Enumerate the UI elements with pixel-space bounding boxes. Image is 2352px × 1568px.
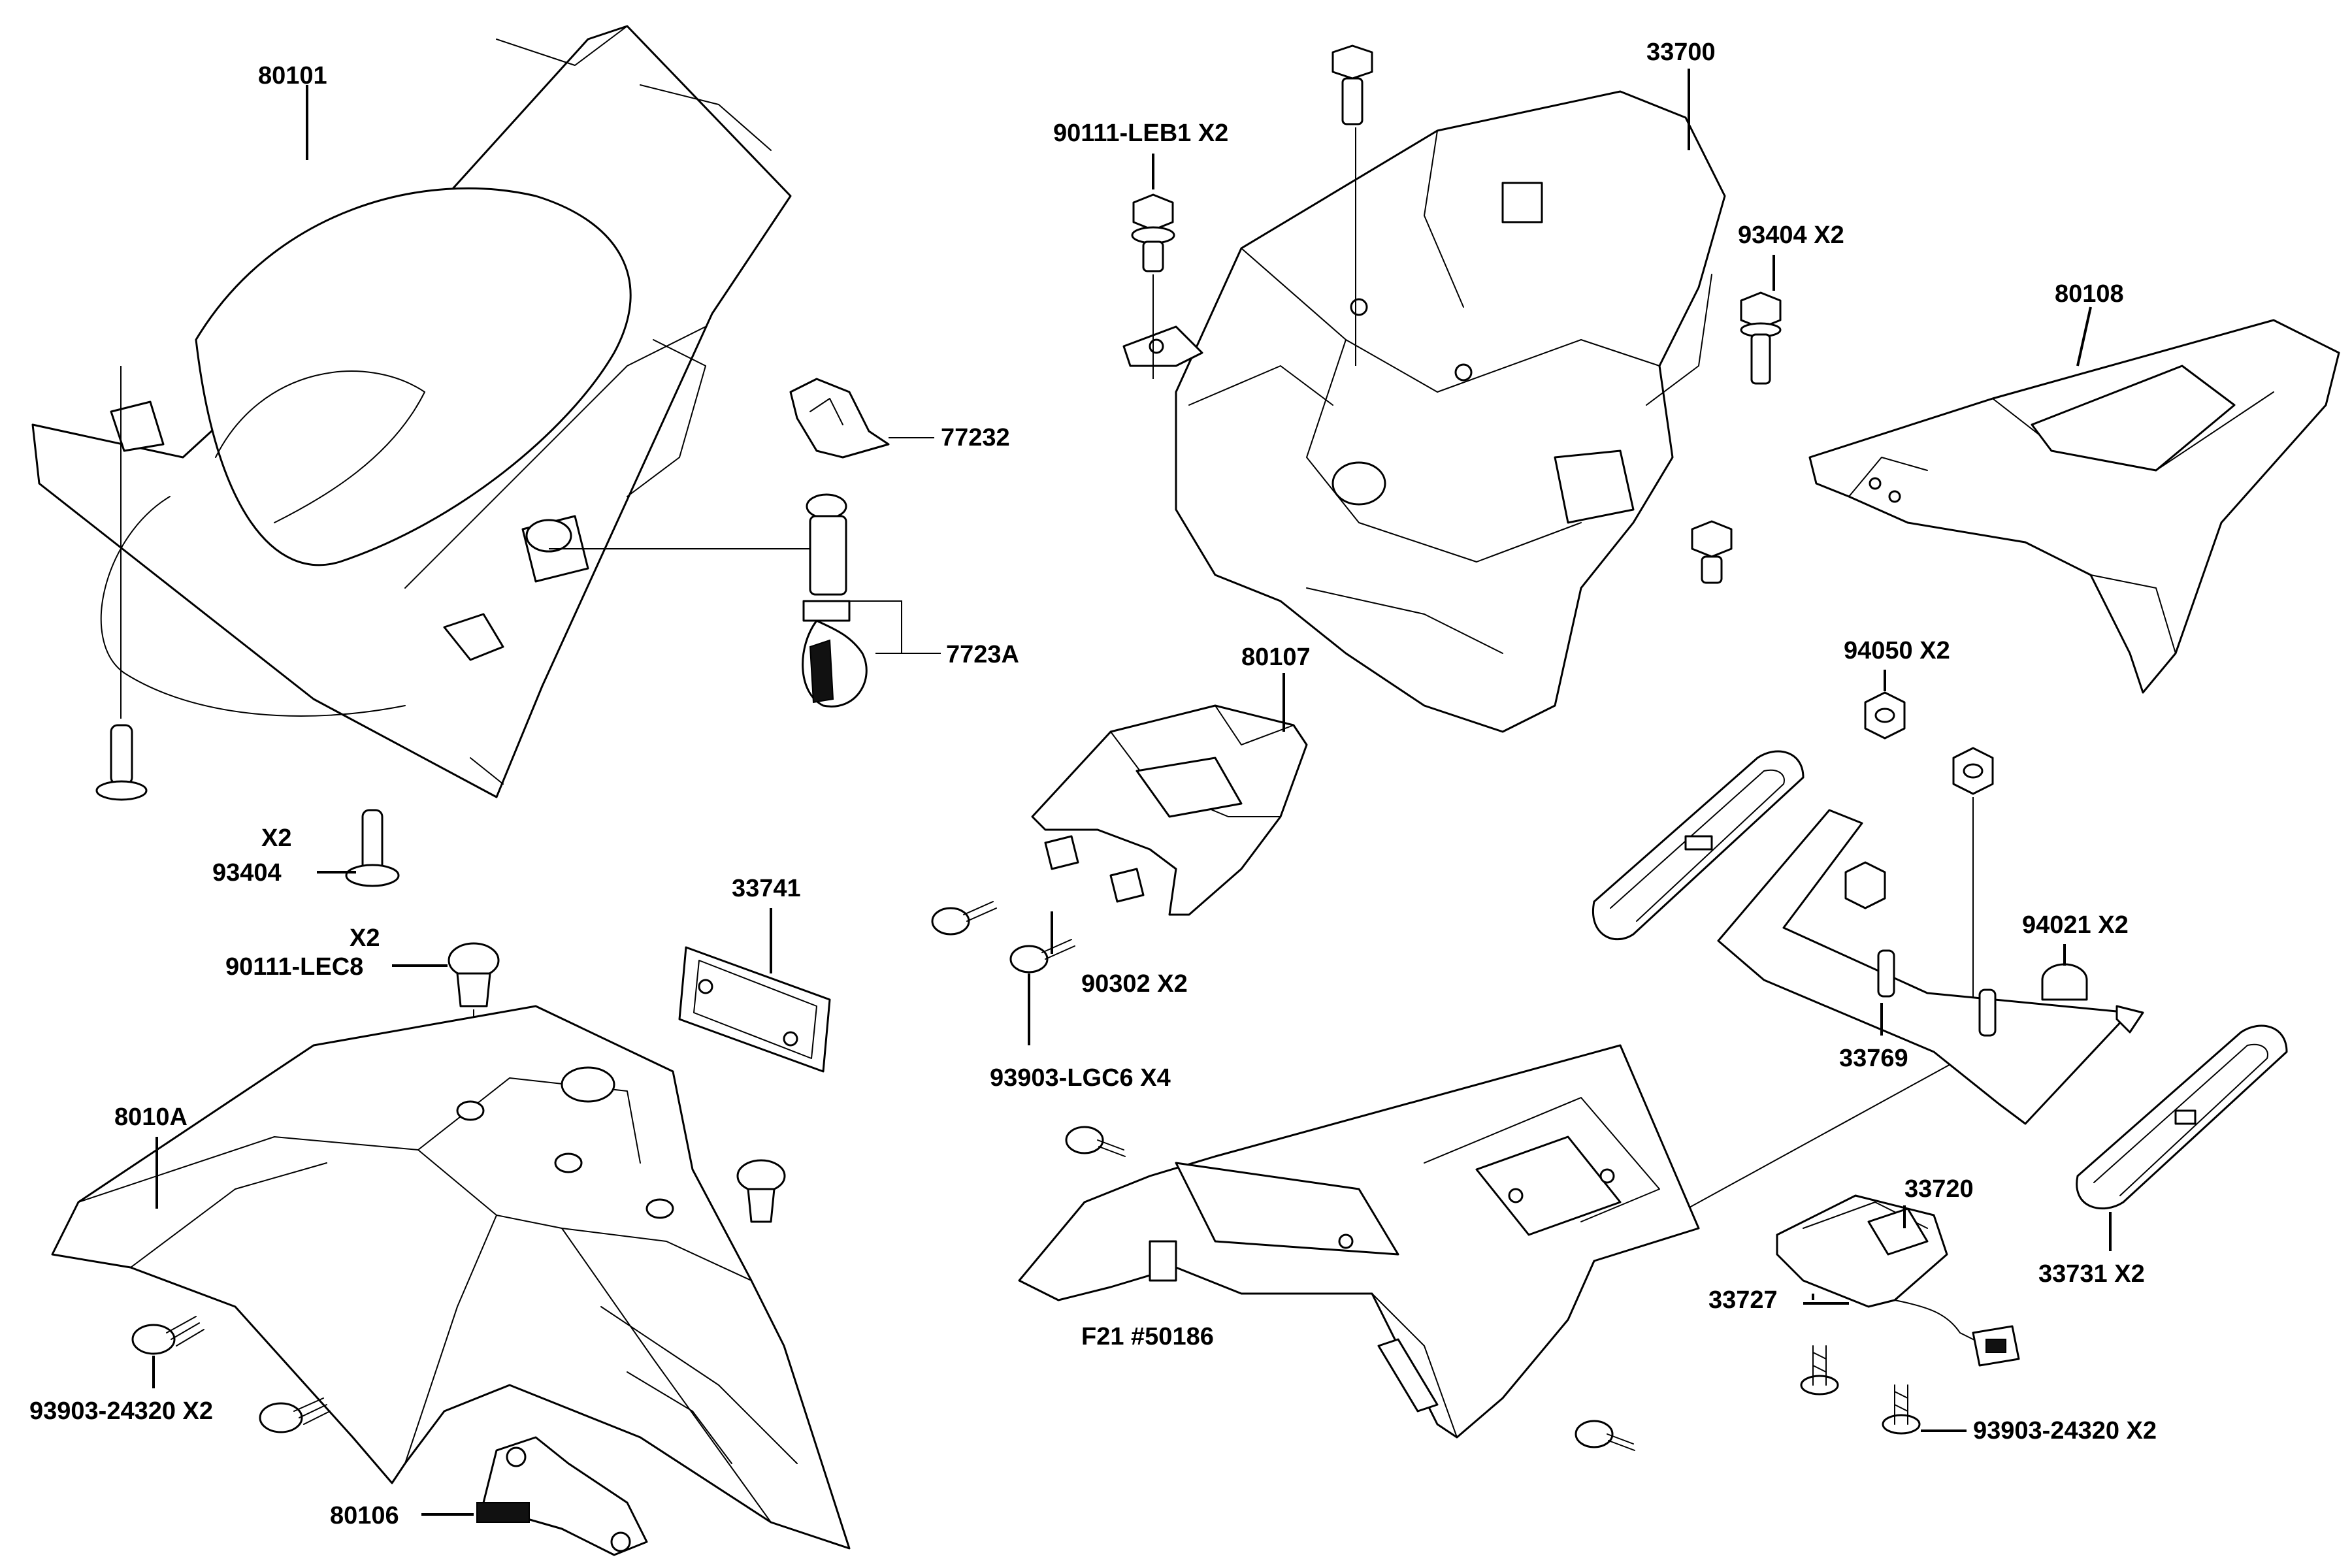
screw-f21-bottom (1575, 1420, 1635, 1451)
callout-80108: 80108 (2055, 280, 2124, 308)
bolt-93404-left (345, 809, 400, 887)
callout-f21: F21 #50186 (1081, 1323, 1214, 1350)
callout-94050: 94050 X2 (1844, 637, 1950, 664)
part-33741-reflector (678, 946, 831, 1073)
part-80101-inner-fender (31, 25, 792, 798)
screw-93903-24320-right-b (1882, 1384, 1921, 1435)
part-33731-signal-left (1592, 750, 1805, 941)
screw-93903-lgc6-b (1009, 939, 1075, 973)
callout-33700: 33700 (1646, 39, 1716, 66)
callout-33769: 33769 (1839, 1045, 1908, 1072)
callout-93903-24320-left: 93903-24320 X2 (29, 1397, 213, 1425)
callout-93903-24320-right: 93903-24320 X2 (1973, 1417, 2157, 1445)
nut-94050-second (1952, 747, 1994, 795)
callout-90111-lec8: 90111-LEC8 (225, 953, 363, 981)
callout-33720: 33720 (1904, 1175, 1974, 1203)
leader-33727 (1803, 1294, 1849, 1305)
part-33700-mount-plate (1122, 325, 1203, 367)
callout-80106: 80106 (330, 1502, 399, 1529)
callout-93404-top: 93404 X2 (1738, 221, 1844, 249)
nut-94021 (2041, 963, 2088, 1001)
bolt-33700-top (1331, 44, 1373, 125)
part-80106-bracket (476, 1436, 648, 1556)
part-f21-license-bracket (1018, 1044, 1700, 1439)
screw-93903-24320-left-b (259, 1397, 331, 1433)
callout-93404-left-qty: X2 (261, 825, 291, 852)
bolt-93404-under-fender (95, 724, 148, 801)
part-80107-cover (1031, 704, 1308, 916)
callout-33741: 33741 (732, 875, 801, 902)
part-7723a-seat-lock (802, 493, 868, 708)
part-33700-seat-cowl-frame (1175, 90, 1726, 733)
nut-94050 (1864, 691, 1906, 740)
callout-90111-leb1: 90111-LEB1 X2 (1053, 120, 1228, 147)
callout-80101: 80101 (258, 62, 327, 90)
callout-33731: 33731 X2 (2038, 1260, 2145, 1288)
callout-8010a: 8010A (114, 1103, 188, 1131)
screw-93903-lgc6-a (931, 901, 997, 936)
screw-93903-24320-right-a (1800, 1345, 1839, 1396)
part-80108-tail-cover (1808, 319, 2340, 694)
screw-93903-lgc6-c (1065, 1126, 1126, 1157)
callout-90111-lec8-qty: X2 (350, 924, 380, 952)
callout-33727: 33727 (1708, 1286, 1778, 1314)
callout-93903-lgc6: 93903-LGC6 X4 (990, 1064, 1171, 1092)
callout-80107: 80107 (1241, 644, 1311, 671)
nut-33700-right (1691, 520, 1733, 584)
callout-77232: 77232 (941, 424, 1010, 451)
part-33769-signal-bracket (1717, 809, 2144, 1125)
part-33731-signal-right (2076, 1024, 2288, 1210)
screw-93903-24320-left-a (131, 1316, 204, 1355)
bolt-90111-lec8 (448, 942, 500, 1007)
part-77232-clip (789, 378, 890, 459)
bolt-90111-leb1 (1131, 193, 1175, 272)
leader-7723a (849, 600, 941, 654)
callout-94021: 94021 X2 (2022, 911, 2129, 939)
bolt-loose-8010a (736, 1159, 786, 1223)
leader-80108 (2076, 306, 2092, 367)
part-8010a-rear-fender (51, 1005, 851, 1550)
callout-7723a: 7723A (946, 641, 1019, 668)
callout-90302: 90302 X2 (1081, 970, 1188, 998)
bolt-93404-top (1740, 291, 1782, 385)
part-33720-license-light (1776, 1194, 2020, 1367)
callout-93404-left: 93404 (212, 859, 282, 887)
